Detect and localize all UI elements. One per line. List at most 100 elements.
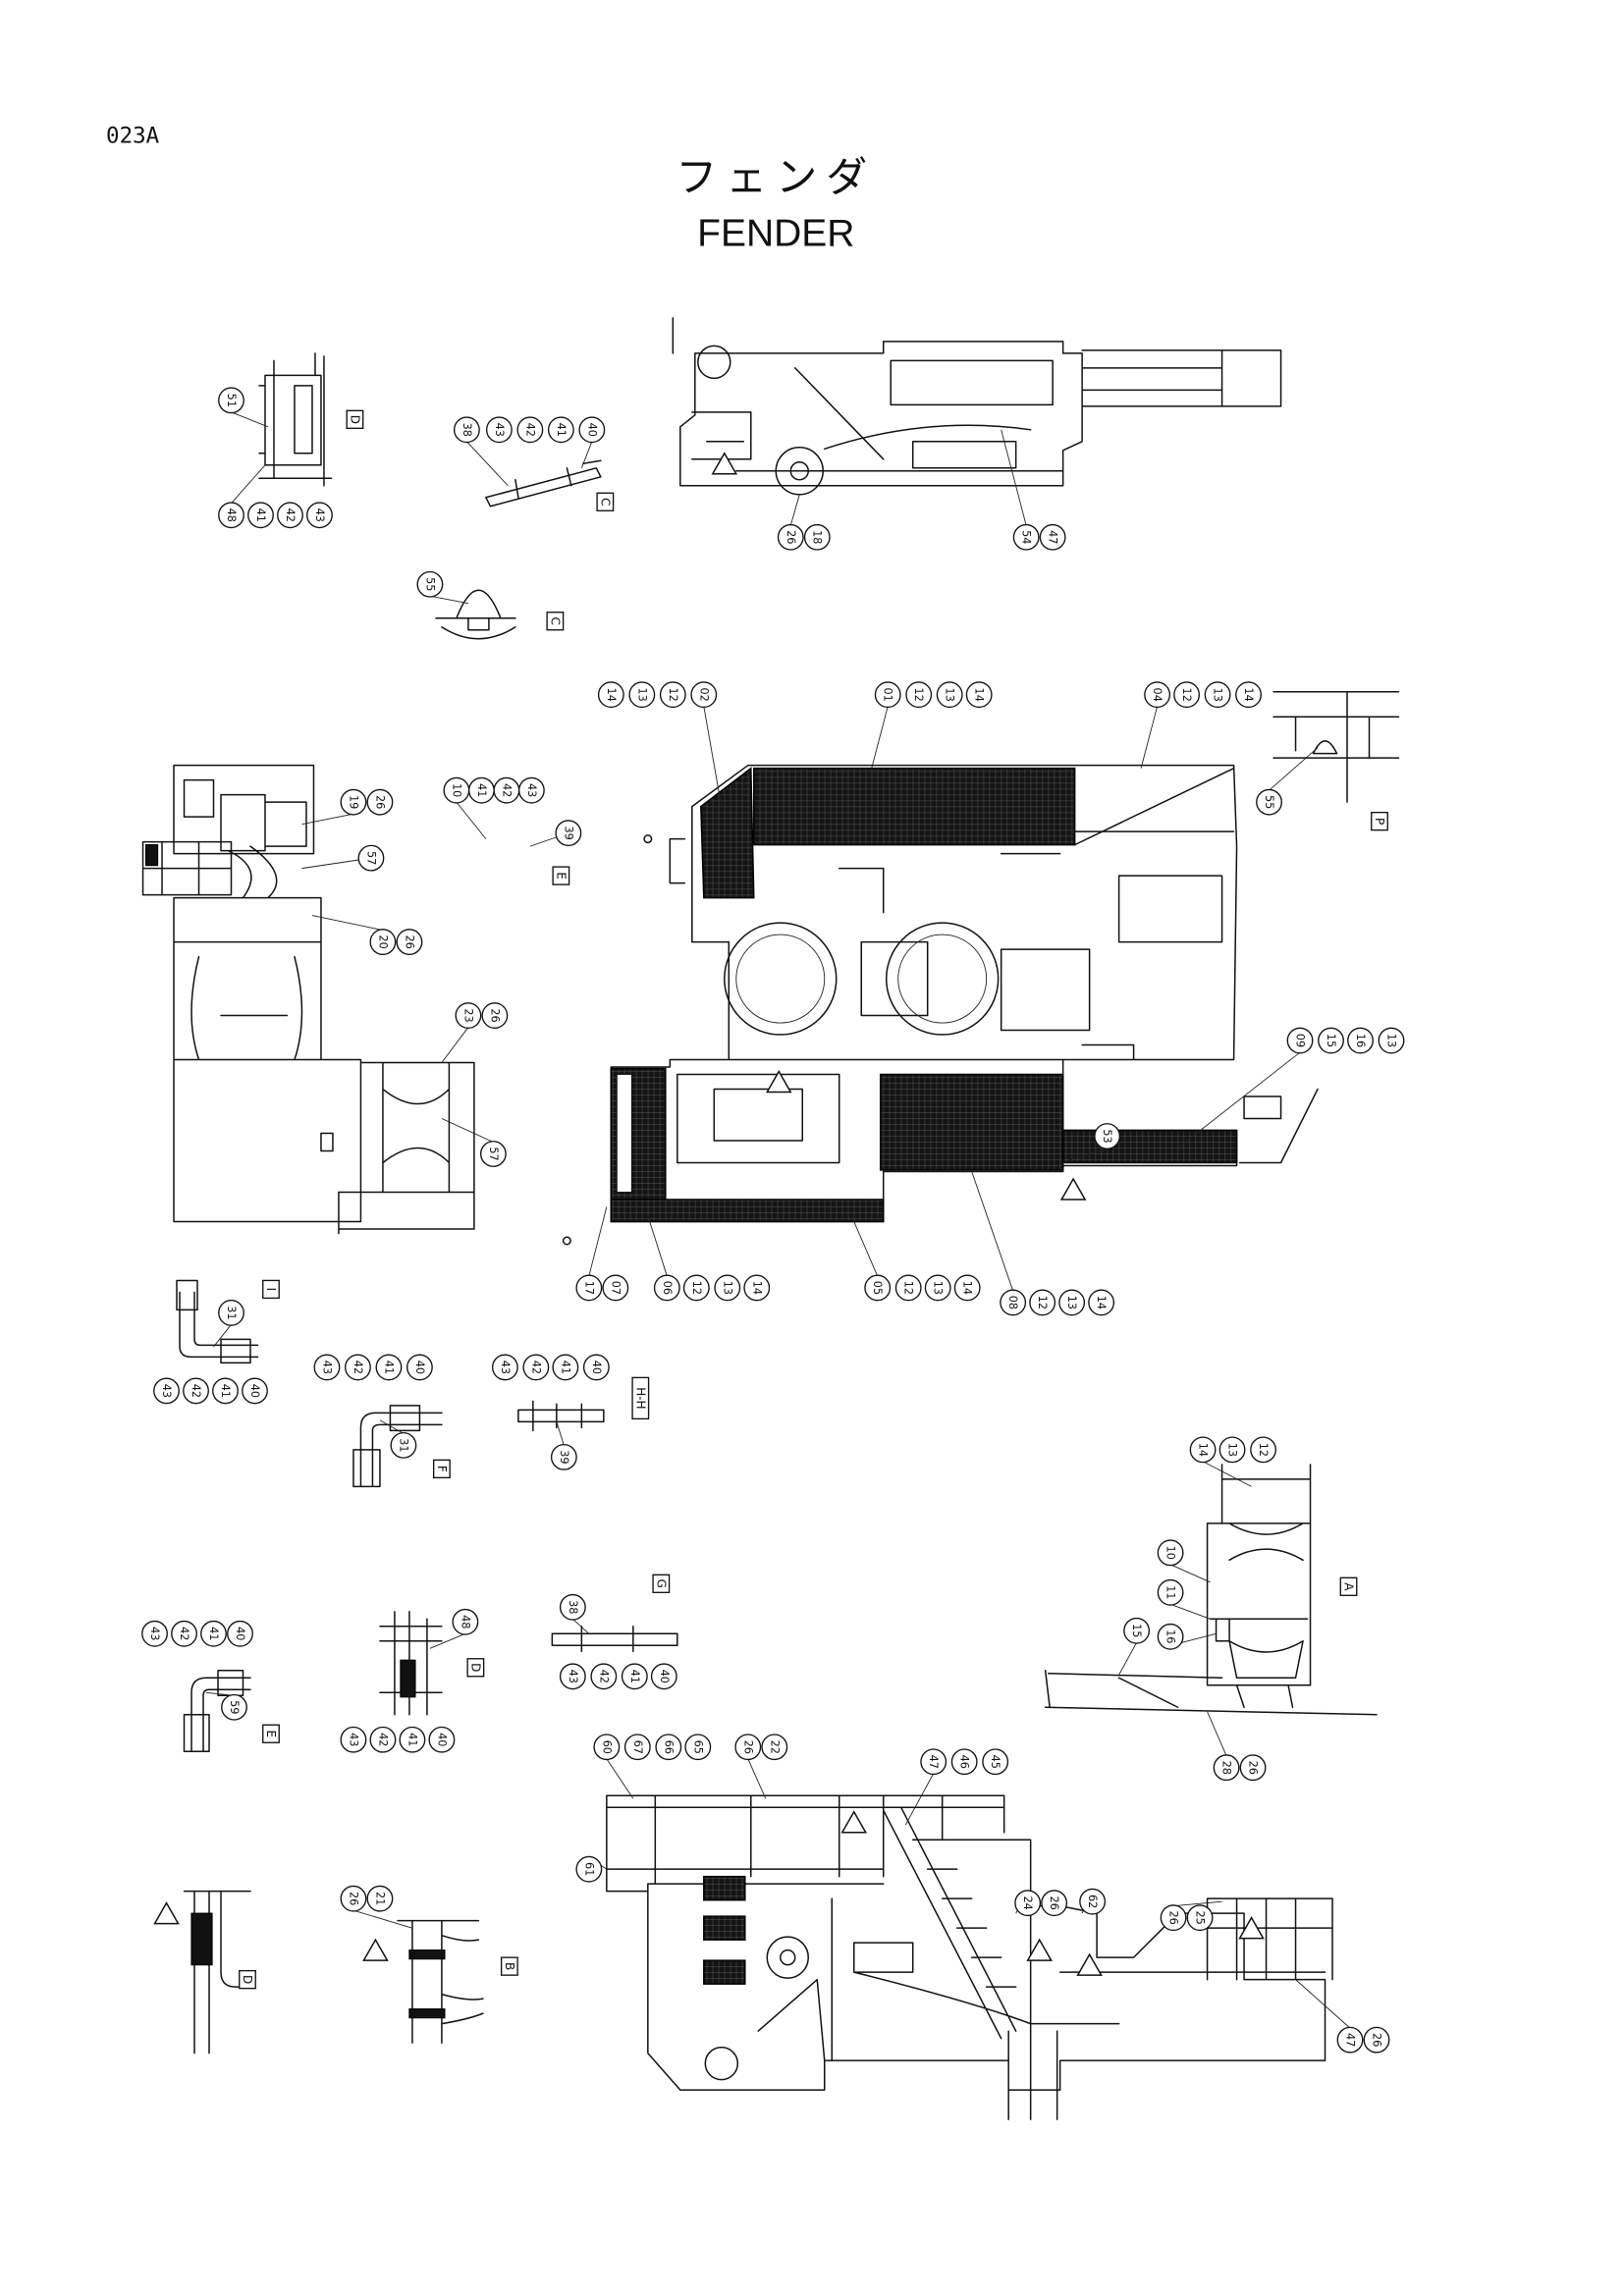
callout-number: 13 <box>944 688 956 702</box>
callout-bubble: 43 <box>313 1354 341 1381</box>
callout-number: 42 <box>500 783 513 797</box>
view-label-box <box>596 492 615 511</box>
callout-circle <box>406 1354 433 1381</box>
callout-bubble: 66 <box>655 1734 682 1761</box>
view-label-letter: I <box>264 1288 278 1292</box>
callout-circle <box>1014 1890 1042 1917</box>
callout-circle <box>659 681 686 709</box>
callout-bubble: 13 <box>628 681 656 709</box>
plan-view-main <box>562 764 1319 1246</box>
callout-number: 15 <box>1325 1034 1337 1047</box>
callout-bubble: 01 <box>874 681 901 709</box>
callout-bubble: 26 <box>396 929 423 956</box>
callout-circle <box>653 1274 680 1302</box>
callout-circle <box>552 1354 579 1381</box>
callout-bubble: 25 <box>1186 1904 1214 1932</box>
callout-bubble: 31 <box>218 1300 244 1326</box>
callout-number: 65 <box>691 1740 704 1754</box>
view-label-letter: E <box>554 872 568 880</box>
callout-number: 26 <box>403 934 415 948</box>
callout-number: 26 <box>1247 1761 1260 1775</box>
callout-bubble: 40 <box>582 1354 610 1381</box>
callout-number: 57 <box>487 1147 500 1160</box>
callout-circle <box>690 681 718 709</box>
callout-bubble: 13 <box>714 1274 741 1302</box>
fender-rear-center <box>879 1073 1064 1171</box>
callout-number: 14 <box>750 1281 763 1295</box>
callout-circle <box>953 1274 981 1302</box>
callout-circle <box>1039 523 1066 551</box>
callout-bubble: 42 <box>183 1377 209 1405</box>
detail-d-pad <box>400 1659 416 1698</box>
view-arrow-triangle <box>362 1938 389 1961</box>
callout-circle <box>183 1377 209 1405</box>
fender-side-right <box>1061 1129 1238 1164</box>
callout-bubble: 14 <box>1235 681 1262 709</box>
view-arrow-triangle <box>153 1901 180 1925</box>
callout-number: 43 <box>148 1627 161 1640</box>
callout-number: 07 <box>609 1281 622 1295</box>
side-view-upper-outline <box>672 317 1282 487</box>
callout-number: 13 <box>932 1281 945 1295</box>
callout-bubble: 38 <box>453 416 480 444</box>
callout-bubble: 14 <box>597 681 624 709</box>
callout-circle <box>313 1354 341 1381</box>
callout-bubble: 43 <box>306 502 333 529</box>
callout-number: 40 <box>413 1361 426 1374</box>
callout-circle <box>366 1885 394 1912</box>
callout-bubble: 11 <box>1157 1578 1184 1606</box>
callout-bubble: 14 <box>953 1274 981 1302</box>
callout-circle <box>1157 1539 1184 1567</box>
callout-circle <box>555 820 582 847</box>
callout-number: 42 <box>178 1627 190 1640</box>
callout-bubble: 23 <box>455 1002 482 1029</box>
callout-bubble: 12 <box>905 681 933 709</box>
callout-bubble: 54 <box>1012 523 1040 551</box>
callout-circle <box>559 1663 586 1690</box>
callout-bubble: 26 <box>734 1734 762 1761</box>
callout-bubble: 14 <box>1189 1436 1217 1464</box>
callout-number: 22 <box>768 1740 781 1754</box>
callout-bubble: 26 <box>777 523 804 551</box>
callout-number: 43 <box>160 1384 173 1398</box>
view-label: F <box>432 1459 451 1479</box>
callout-number: 43 <box>499 1361 512 1374</box>
callout-number: 14 <box>1095 1296 1108 1309</box>
callout-circle <box>218 502 244 529</box>
callout-bubble: 46 <box>950 1748 978 1776</box>
callout-bubble: 40 <box>428 1726 456 1753</box>
view-arrows <box>153 452 1265 1976</box>
callout-bubble: 10 <box>1157 1539 1184 1567</box>
view-label-box <box>1371 811 1388 831</box>
callout-number: 13 <box>1065 1296 1078 1309</box>
callout-number: 41 <box>628 1670 641 1683</box>
callout-circle <box>1094 1123 1121 1149</box>
view-label: B <box>500 1956 518 1976</box>
callout-number: 38 <box>567 1600 579 1614</box>
detail-a-section <box>1044 1464 1378 1716</box>
callout-number: 09 <box>1294 1034 1307 1047</box>
callout-bubble: 12 <box>659 681 686 709</box>
callout-circle <box>1186 1904 1214 1932</box>
detail-cap-dome <box>435 589 516 640</box>
callout-circle <box>1041 1890 1068 1917</box>
callout-circle <box>803 523 831 551</box>
callout-circle <box>1336 2026 1364 2054</box>
vent-panel-2 <box>703 1915 746 1941</box>
callout-bubble: 16 <box>1157 1623 1184 1650</box>
callout-circle <box>761 1734 788 1761</box>
page-title-japanese: フェンダ <box>676 153 876 201</box>
view-arrow-triangle <box>711 452 738 475</box>
callout-bubble: 43 <box>340 1726 367 1753</box>
callout-number: 13 <box>1384 1034 1397 1047</box>
callout-bubble: 41 <box>200 1620 227 1647</box>
callout-bubble: 41 <box>467 776 495 804</box>
callout-number: 40 <box>435 1733 448 1746</box>
callout-circle <box>965 681 993 709</box>
callout-number: 43 <box>347 1733 359 1746</box>
callout-number: 26 <box>785 530 797 544</box>
callout-number: 43 <box>320 1361 333 1374</box>
vent-panel-1 <box>703 1875 746 1901</box>
callout-bubble: 62 <box>1079 1888 1107 1915</box>
callout-bubble: 41 <box>212 1377 239 1405</box>
